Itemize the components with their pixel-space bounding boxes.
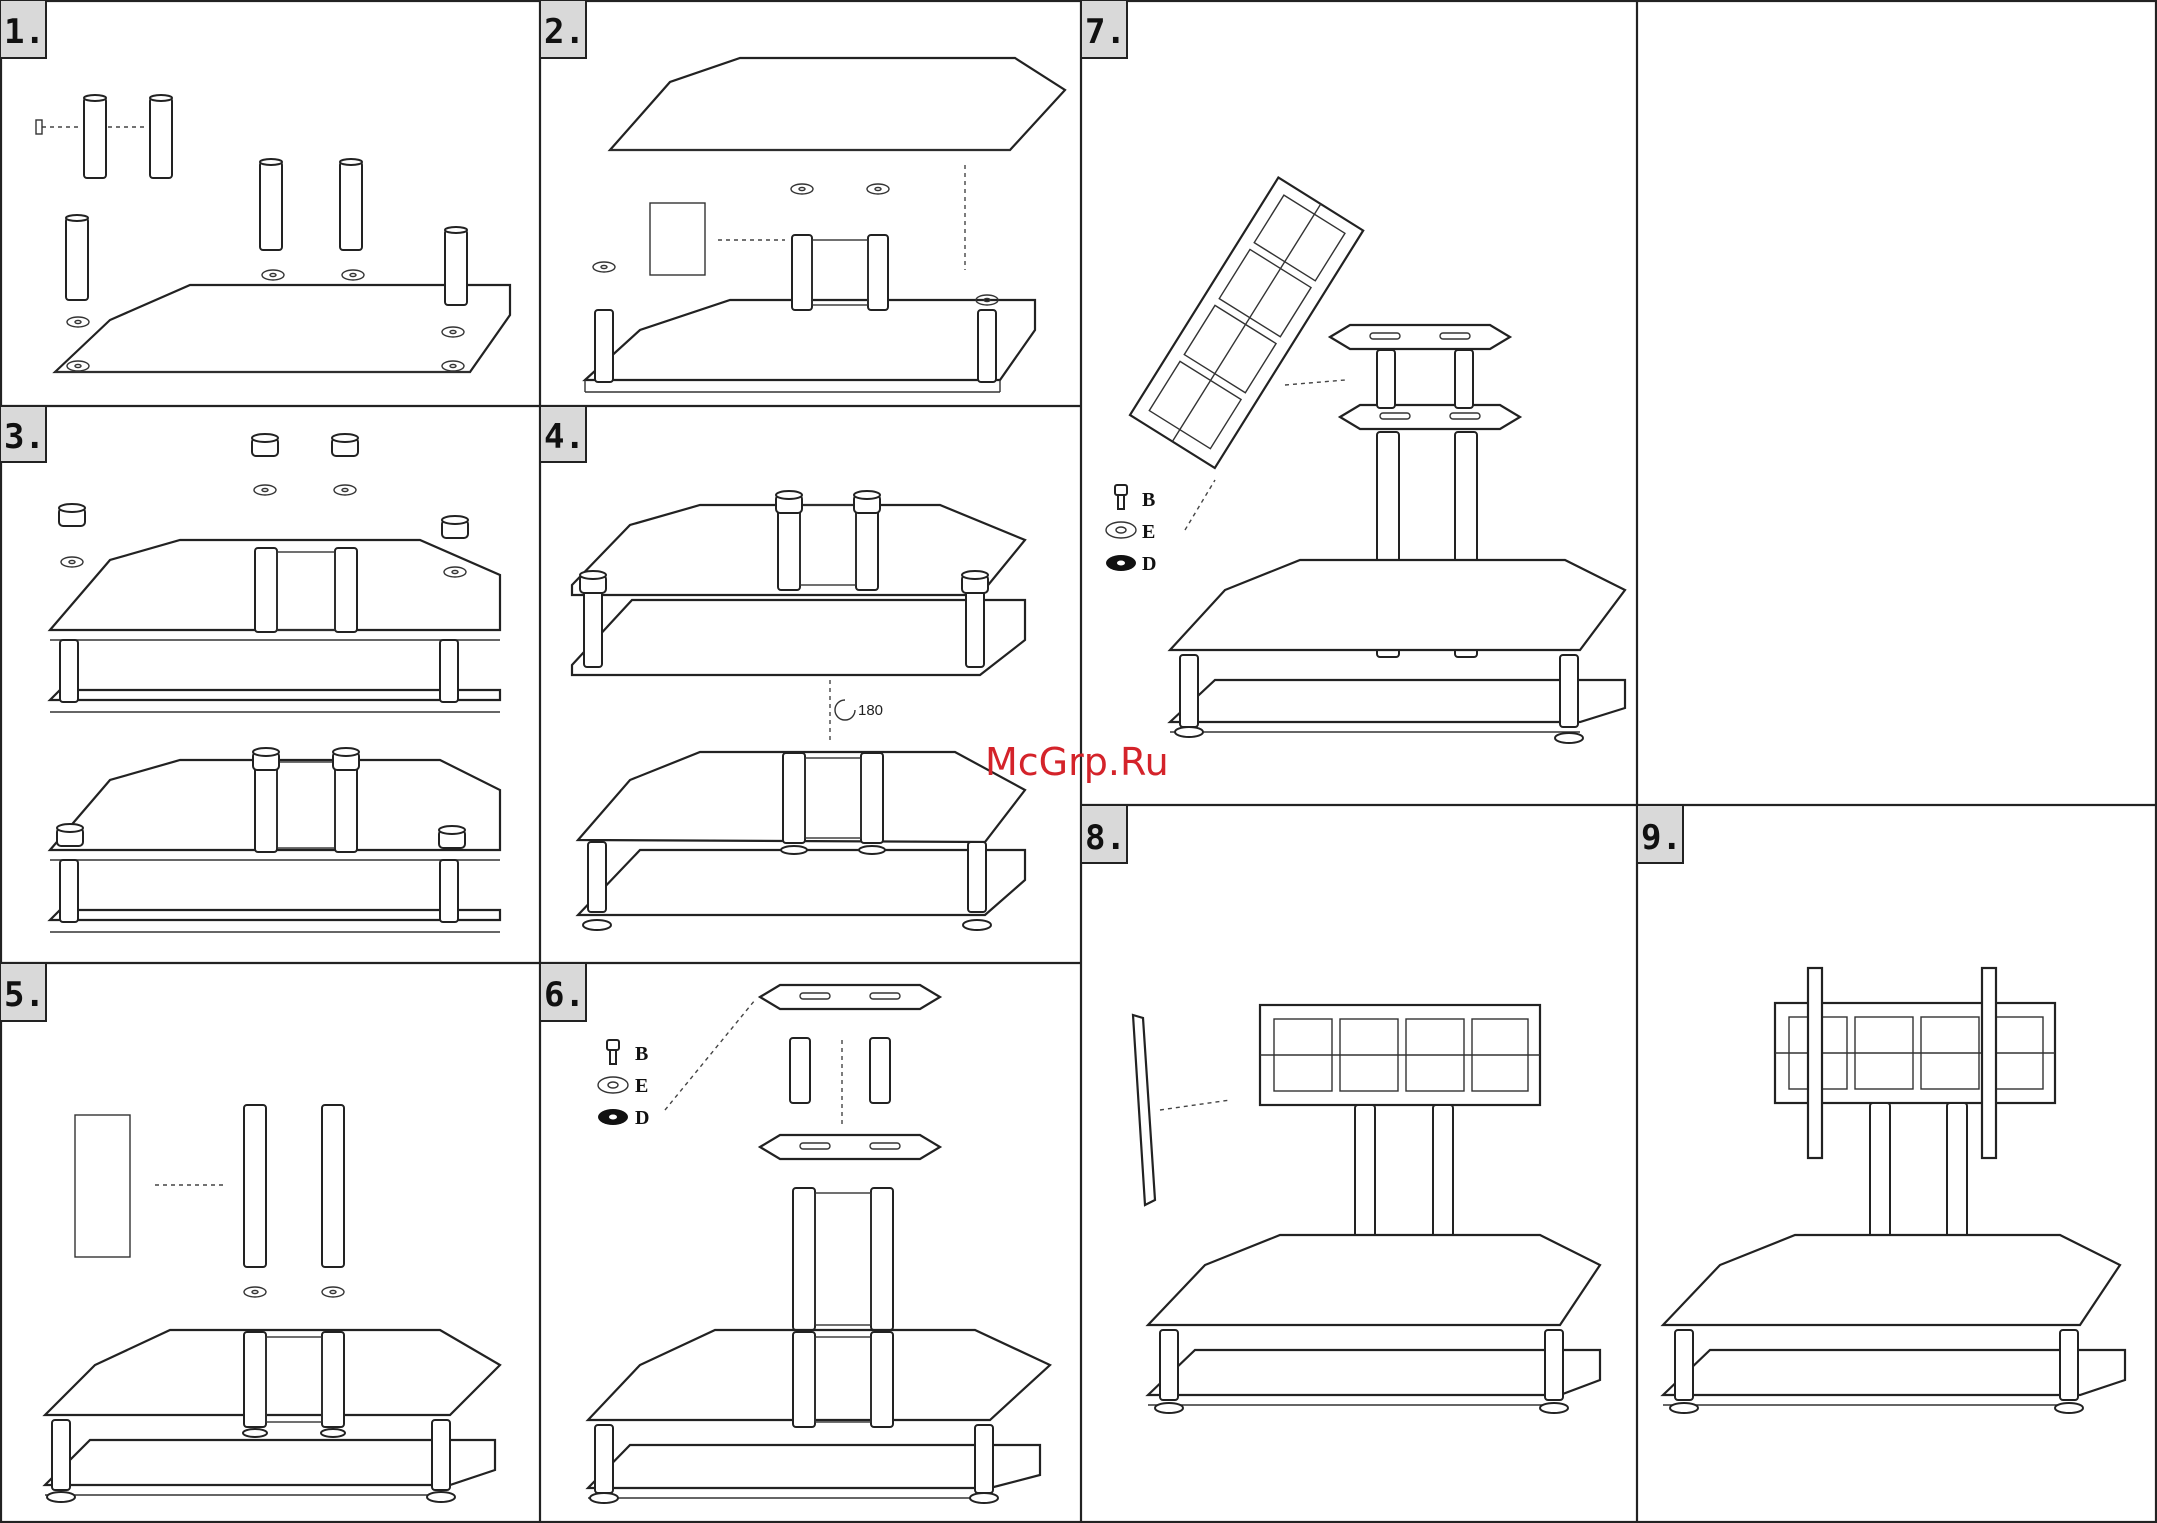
svg-text:5.: 5. <box>4 975 45 1015</box>
legend-b-label: B <box>635 1043 648 1065</box>
step-label-3: 3. <box>0 406 46 462</box>
legend-d-label: D <box>635 1107 649 1129</box>
svg-text:4.: 4. <box>544 417 585 457</box>
legend-e-label: E <box>635 1075 648 1097</box>
step-label-2: 2. <box>540 0 586 58</box>
step-8-illustration <box>1133 1005 1600 1413</box>
watermark: McGrp.Ru <box>985 740 1169 784</box>
step-4-illustration: 180 <box>572 491 1025 930</box>
rotation-180-label: 180 <box>858 702 883 719</box>
svg-text:8.: 8. <box>1085 818 1126 858</box>
step-7-illustration <box>1130 178 1625 743</box>
svg-text:2.: 2. <box>544 12 585 52</box>
svg-text:7.: 7. <box>1085 12 1126 52</box>
step-label-6: 6. <box>540 963 586 1021</box>
step-7-legend: B E D <box>1106 485 1156 575</box>
step-5-illustration <box>45 1105 500 1502</box>
step-1-illustration <box>36 95 510 372</box>
step-label-9: 9. <box>1637 805 1683 863</box>
step-9-illustration <box>1663 968 2125 1413</box>
svg-text:3.: 3. <box>4 417 45 457</box>
step-label-5: 5. <box>0 963 46 1021</box>
step-label-7: 7. <box>1081 0 1127 58</box>
svg-text:6.: 6. <box>544 975 585 1015</box>
step-3-illustration <box>50 434 500 932</box>
svg-text:9.: 9. <box>1641 818 1682 858</box>
step-6-illustration <box>588 985 1050 1503</box>
step-label-4: 4. <box>540 406 586 462</box>
legend-e-label: E <box>1142 521 1155 543</box>
svg-text:1.: 1. <box>4 12 45 52</box>
legend-b-label: B <box>1142 489 1155 511</box>
step-2-illustration <box>585 58 1065 392</box>
step-6-legend: B E D <box>598 1040 649 1129</box>
legend-d-label: D <box>1142 553 1156 575</box>
step-label-8: 8. <box>1081 805 1127 863</box>
step-label-1: 1. <box>0 0 46 58</box>
